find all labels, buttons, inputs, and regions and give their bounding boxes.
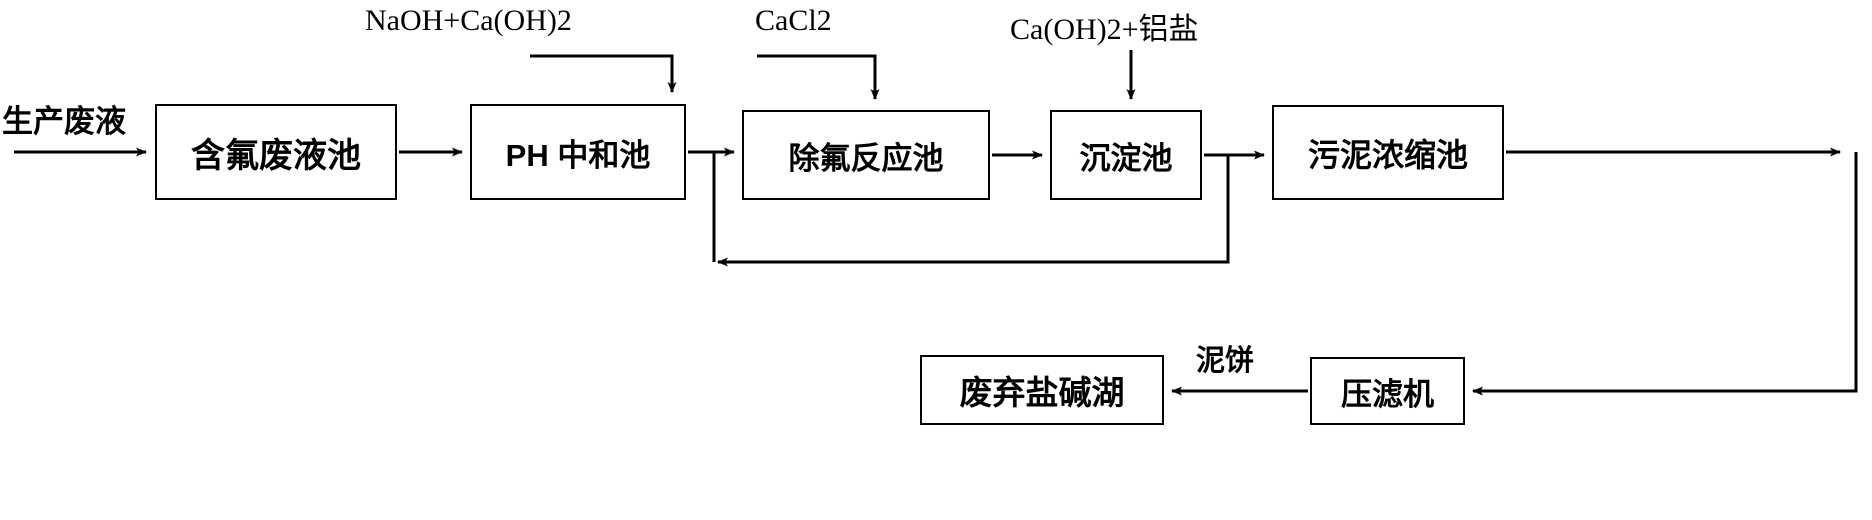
node-label-filter-press: 压滤机 bbox=[1341, 376, 1434, 412]
connector-naoh-dose-line bbox=[530, 54, 677, 93]
label-input-stream: 生产废液 bbox=[2, 104, 126, 139]
connector-right-rail-to-filter-press bbox=[1472, 152, 1858, 396]
node-abandoned-saline-lake[interactable]: 废弃盐碱湖 bbox=[920, 355, 1164, 425]
node-ph-neutralization-tank[interactable]: PH 中和池 bbox=[470, 104, 686, 200]
label-reagent-cacl2: CaCl2 bbox=[755, 4, 832, 37]
node-filter-press[interactable]: 压滤机 bbox=[1310, 357, 1465, 425]
label-mud-cake-stream: 泥饼 bbox=[1196, 345, 1255, 377]
connector-sedimentation-recycle-return bbox=[717, 155, 1230, 267]
label-reagent-naoh-caoh2: NaOH+Ca(OH)2 bbox=[365, 4, 572, 37]
node-label-abandoned-saline-lake: 废弃盐碱湖 bbox=[959, 374, 1125, 411]
node-label-defluorination-reaction-tank: 除氟反应池 bbox=[788, 140, 944, 176]
node-sludge-thickening-tank[interactable]: 污泥浓缩池 bbox=[1272, 105, 1504, 200]
node-fluoride-waste-tank[interactable]: 含氟废液池 bbox=[155, 104, 397, 200]
node-label-sludge-thickening-tank: 污泥浓缩池 bbox=[1307, 136, 1468, 173]
node-label-sedimentation-tank: 沉淀池 bbox=[1079, 140, 1173, 176]
node-label-fluoride-waste-tank: 含氟废液池 bbox=[191, 136, 361, 175]
label-reagent-caoh2-aluminium-salt: Ca(OH)2+铝盐 bbox=[1010, 13, 1199, 46]
node-label-ph-neutralization-tank: PH 中和池 bbox=[505, 137, 651, 173]
node-defluorination-reaction-tank[interactable]: 除氟反应池 bbox=[742, 110, 990, 200]
node-sedimentation-tank[interactable]: 沉淀池 bbox=[1050, 110, 1202, 200]
connector-cacl2-dose-line bbox=[757, 54, 880, 100]
